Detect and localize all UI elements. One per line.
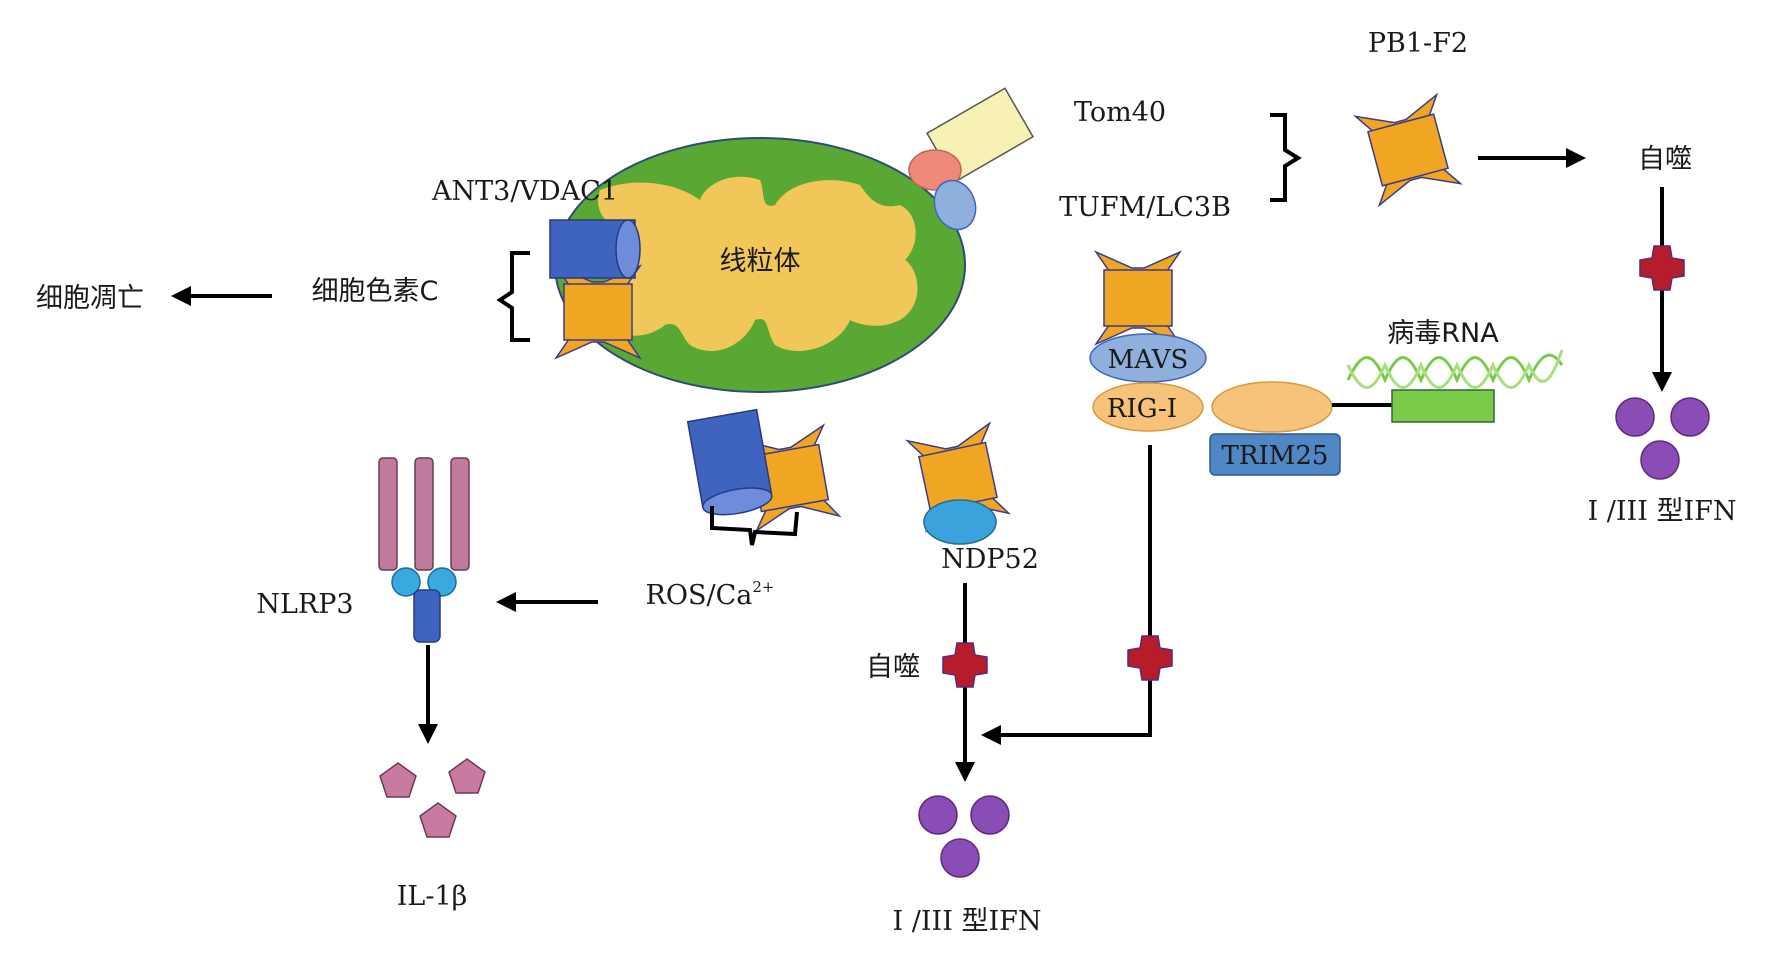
rigi-label: RIG-I [1107, 394, 1177, 424]
ndp52-label: NDP52 [941, 544, 1039, 575]
viral-rna-bar [1391, 389, 1495, 423]
block-icon-right [1639, 245, 1685, 291]
mito-cristae [598, 176, 918, 351]
viral-rna-label: 病毒RNA [1387, 318, 1499, 349]
tom40-complex [908, 87, 1034, 231]
autophagy-center-label: 自噬 [866, 652, 920, 683]
lc3b-protein [933, 179, 977, 231]
trim25-protein [1209, 433, 1341, 476]
ifn-right-label: I /III 型IFN [1588, 496, 1737, 527]
ros-ca-label: ROS/Ca2+ [646, 578, 775, 611]
nlrp3-label: NLRP3 [256, 589, 353, 620]
mitochondria-label: 线粒体 [720, 246, 801, 277]
pb1f2-label: PB1-F2 [1368, 28, 1468, 59]
ifn-cluster-center [918, 795, 1010, 878]
tom40-label: Tom40 [1074, 97, 1166, 128]
mavs-anchor-protein [1095, 251, 1181, 345]
block-icon-center [942, 642, 988, 688]
nlrp3-inflammasome [378, 457, 470, 643]
tufm-pb1f2-brace [1270, 113, 1302, 202]
cytochrome-c-brace [496, 251, 530, 342]
cytochrome-c-label: 细胞色素C [312, 276, 439, 307]
il1b-cluster [379, 758, 486, 838]
il1b-label: IL-1β [397, 881, 468, 912]
trim25-label: TRIM25 [1222, 441, 1329, 471]
block-icon-rigi [1127, 635, 1173, 681]
ros-ca-complex [686, 408, 841, 532]
ros-ca-brace [710, 506, 799, 546]
tufm-protein [908, 149, 962, 191]
ifn-center-label: I /III 型IFN [893, 906, 1042, 937]
mitochondrion: 线粒体 [554, 137, 966, 393]
viral-rna-strands [1346, 349, 1564, 389]
ndp52-protein [923, 499, 997, 545]
apoptosis-label: 细胞凋亡 [36, 283, 144, 314]
rigi-to-ifn-arrow [981, 445, 1152, 745]
mavs-label: MAVS [1108, 345, 1189, 375]
mavs-protein [1089, 333, 1207, 383]
ifn-cluster-right [1615, 397, 1710, 480]
autophagy-right-label: 自噬 [1638, 144, 1692, 175]
pb1f2-protein [1354, 93, 1462, 207]
ant3-vdac1-label: ANT3/VDAC1 [431, 176, 618, 207]
tufm-lc3b-label: TUFM/LC3B [1059, 192, 1231, 223]
rigi-helicase-domain [1211, 381, 1333, 433]
ant3-vdac1-complex [549, 219, 641, 359]
rigi-protein [1092, 382, 1204, 432]
